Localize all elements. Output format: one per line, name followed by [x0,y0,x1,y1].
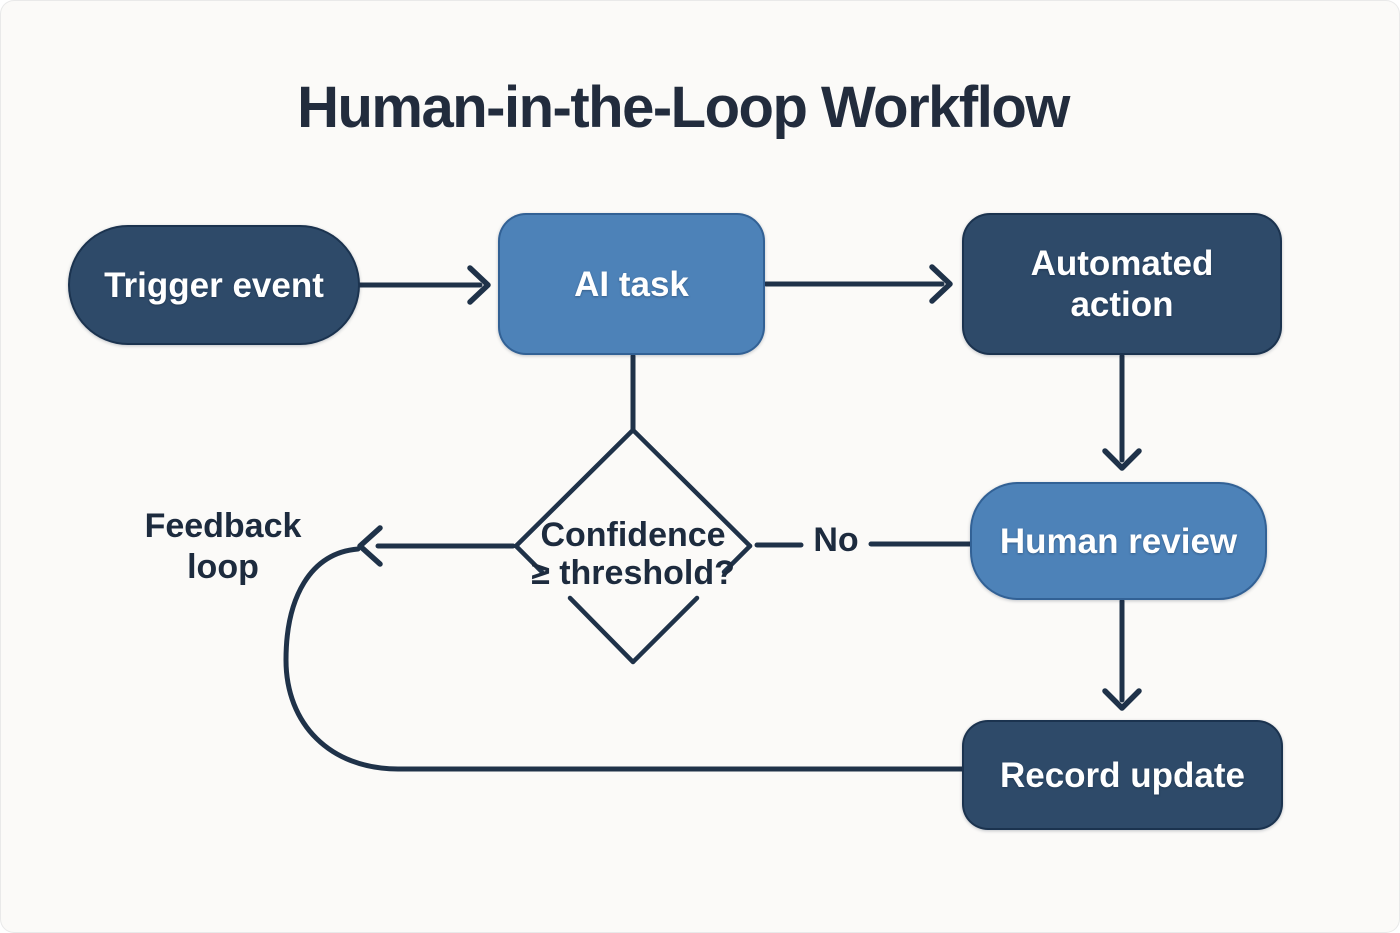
node-automated-action: Automated action [962,213,1282,355]
edge-trigger-to-ai-task [357,265,491,305]
node-ai-task: AI task [498,213,765,355]
node-ai-task-label: AI task [574,264,689,304]
node-automated-action-label: Automated action [1030,244,1214,324]
edge-label-no: No [813,521,859,559]
decision-condition-line2: ≥ threshold? [531,554,735,592]
decision-condition-line1: Confidence [540,516,726,554]
node-trigger-event-label: Trigger event [104,265,324,305]
edge-decision-no-to-human-review [754,541,973,548]
decision-diamond-shape [513,427,753,665]
node-human-review: Human review [970,482,1267,600]
edge-decision-to-feedback-arrow [357,525,516,567]
edge-record-update-feedback-curve [283,546,965,772]
node-trigger-event: Trigger event [68,225,360,345]
decision-condition-label: Confidence ≥ threshold? [503,516,763,592]
edge-automated-action-to-human-review [1102,353,1142,471]
edge-human-review-to-record-update [1102,598,1142,711]
diagram-title: Human-in-the-Loop Workflow [297,75,1070,140]
node-record-update: Record update [962,720,1283,830]
edge-ai-task-to-automated-action [763,264,953,304]
edge-label-feedback-loop: Feedback loop [144,507,302,586]
node-record-update-label: Record update [999,755,1246,795]
node-human-review-label: Human review [999,521,1238,561]
